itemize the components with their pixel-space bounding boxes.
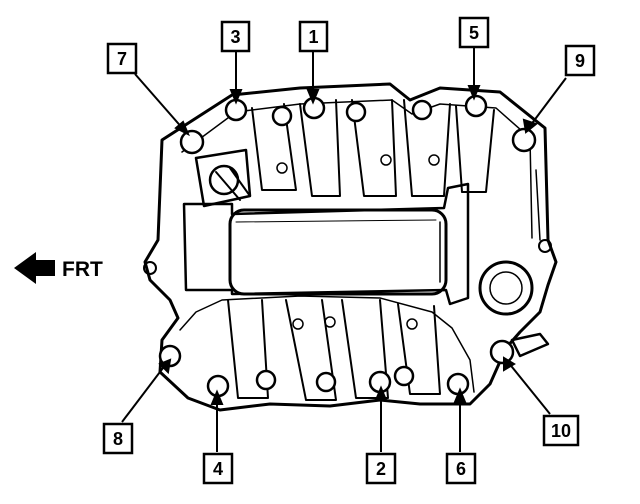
leader-5-arrowhead (467, 85, 481, 101)
leader-1-arrowhead (306, 89, 320, 105)
boss-mark-3 (428, 154, 440, 166)
mount-ear-left (143, 261, 157, 275)
bolt-head (446, 372, 470, 396)
manifold-outline (143, 82, 558, 412)
leader-8-arrowhead (158, 358, 172, 375)
bolt-head (489, 339, 515, 365)
sensor-boss-inner (489, 271, 523, 305)
manifold-inner-edge (181, 99, 533, 239)
boss-mark-2 (380, 154, 392, 166)
mount-ear-right (538, 239, 552, 253)
callout-number: 3 (230, 27, 240, 47)
bolt-head (315, 371, 337, 393)
boss-mark-6 (406, 318, 418, 330)
callout-6: 6 (445, 452, 477, 485)
callout-9: 9 (564, 44, 596, 77)
runner-upper-2 (299, 99, 341, 197)
bolt-heads (158, 94, 537, 398)
plenum-crossbar (182, 182, 470, 306)
arrow-left-icon (14, 252, 55, 284)
runner-upper-3 (351, 99, 397, 197)
bolt-head (464, 94, 488, 118)
boss-mark-4 (292, 318, 304, 330)
callout-leaders (121, 48, 567, 452)
callout-number: 2 (376, 459, 386, 479)
vacuum-fitting (510, 332, 550, 358)
plenum-chamber (228, 208, 448, 296)
callout-box (458, 16, 490, 49)
callout-number: 6 (456, 459, 466, 479)
leader-7 (134, 73, 185, 131)
leader-4-arrowhead (210, 389, 224, 405)
callout-10: 10 (542, 414, 580, 447)
callout-number: 7 (117, 49, 127, 69)
leader-10 (507, 361, 551, 415)
right-rib (535, 169, 541, 241)
callout-box (220, 20, 251, 53)
leader-10-arrowhead (503, 356, 516, 372)
leader-9 (529, 77, 567, 127)
leader-6-arrowhead (453, 387, 467, 403)
bolt-head (179, 129, 205, 155)
callout-box (445, 452, 477, 485)
callout-number: 10 (551, 421, 571, 441)
runner-lower-2 (285, 299, 337, 401)
callout-box (298, 20, 329, 53)
bolt-head (345, 101, 367, 123)
callout-8: 8 (102, 422, 134, 455)
callout-7: 7 (106, 42, 138, 75)
callout-box (106, 42, 138, 75)
runner-upper-5 (455, 105, 495, 193)
egr-port-housing (194, 148, 252, 208)
runner-lower-1 (227, 299, 269, 399)
boss-mark-5 (324, 316, 336, 328)
leader-7-arrowhead (174, 120, 190, 137)
boss-mark-1 (276, 162, 288, 174)
callout-3: 3 (220, 20, 251, 53)
plenum-rib-2 (235, 219, 437, 223)
front-indicator: FRT (14, 252, 103, 284)
callout-2: 2 (365, 452, 397, 485)
callout-4: 4 (202, 452, 234, 485)
sensor-boss-outer (478, 260, 534, 316)
callout-number: 9 (575, 51, 585, 71)
leader-3-arrowhead (229, 89, 243, 105)
runner-lower-3 (341, 299, 389, 399)
manifold-body (143, 82, 558, 412)
bolt-head (411, 99, 433, 121)
callout-box (564, 44, 596, 77)
runner-upper-4 (403, 99, 451, 197)
leader-8 (121, 363, 167, 423)
bolt-head (511, 127, 537, 153)
callout-number: 8 (113, 429, 123, 449)
callout-1: 1 (298, 20, 329, 53)
callout-5: 5 (458, 16, 490, 49)
runner-upper-1 (251, 103, 297, 191)
bolt-head (271, 105, 293, 127)
manifold-lower-inner-edge (179, 295, 475, 393)
bolt-head (393, 365, 415, 387)
callout-box (365, 452, 397, 485)
callout-number: 1 (308, 27, 318, 47)
callout-number: 4 (213, 459, 223, 479)
callout-box (542, 414, 580, 447)
leader-9-arrowhead (522, 118, 539, 134)
callout-box (202, 452, 234, 485)
bolt-callouts: 1 3 5 7 9 8 4 2 (102, 16, 596, 485)
runner-lower-4 (397, 303, 441, 395)
egr-tube (215, 167, 251, 201)
callout-box (102, 422, 134, 455)
bolt-head (255, 369, 277, 391)
front-label: FRT (62, 258, 103, 281)
leader-2-arrowhead (374, 385, 388, 401)
callout-number: 5 (469, 23, 479, 43)
